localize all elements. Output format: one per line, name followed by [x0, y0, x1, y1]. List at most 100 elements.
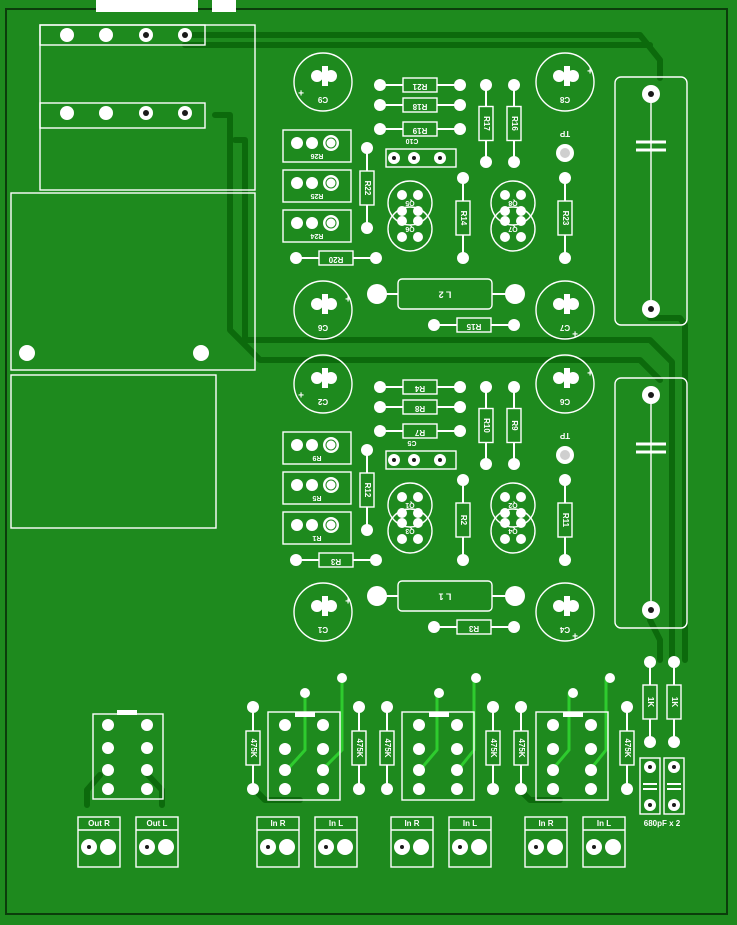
pad — [158, 839, 174, 855]
pad — [337, 839, 353, 855]
pad — [500, 216, 510, 226]
terminal-label: In R — [404, 819, 419, 828]
transistor-outline — [490, 180, 536, 226]
resistor-label: 475K — [489, 738, 498, 757]
pad — [413, 492, 423, 502]
pad — [413, 232, 423, 242]
pad — [397, 508, 407, 518]
trimmer-outline — [282, 471, 352, 505]
test-point-center — [560, 450, 570, 460]
pad-hole — [458, 845, 462, 849]
pad — [311, 372, 323, 384]
terminal-outline — [524, 816, 568, 868]
pad — [141, 742, 153, 754]
transistor-label: Q4 — [508, 527, 517, 534]
transistor-label: Q3 — [405, 527, 414, 534]
pad — [585, 764, 597, 776]
terminal-outline — [256, 816, 300, 868]
pad-hole — [145, 845, 149, 849]
pad — [500, 534, 510, 544]
resistor-1k-b: 1K — [666, 656, 682, 748]
inductor: L 1 — [367, 580, 525, 612]
capacitor-polarity-bar — [322, 294, 328, 314]
pad — [317, 743, 329, 755]
trimmer-label: R5 — [312, 494, 321, 501]
film-cap-outline — [663, 757, 685, 815]
capacitor-outline — [535, 582, 595, 642]
pad — [413, 216, 423, 226]
trimmer-wiper-ring — [325, 177, 337, 189]
resistor-r7: R7 — [374, 423, 466, 439]
terminal-in-l-3: In L — [582, 816, 626, 868]
pad — [553, 70, 565, 82]
capacitor-polarity-bar — [322, 66, 328, 86]
pad — [451, 783, 463, 795]
trimmer-outline — [282, 169, 352, 203]
resistor-body — [455, 200, 471, 236]
terminal-outline — [390, 816, 434, 868]
resistor-r10: R10 — [478, 381, 494, 470]
capacitor-polarity-bar — [322, 596, 328, 616]
resistor-label: R3 — [330, 557, 341, 566]
resistor-label: R14 — [459, 211, 468, 226]
pad — [141, 719, 153, 731]
resistor-body — [456, 317, 492, 333]
film-capacitor: C10 — [385, 137, 457, 168]
trimmer-label: R24 — [310, 232, 323, 239]
pad — [516, 492, 526, 502]
capacitor-outline — [535, 52, 595, 112]
resistor-label: R23 — [561, 211, 570, 226]
capacitor-outline — [293, 354, 353, 414]
pad — [547, 719, 559, 731]
transistor-label: Q2 — [508, 501, 517, 508]
trimmer-wiper-ring — [325, 217, 337, 229]
resistor-r23: R23 — [557, 172, 573, 264]
pad — [516, 206, 526, 216]
film-cap-outline — [639, 757, 661, 815]
trimmer-label: R1 — [312, 534, 321, 541]
plus-sign: + — [298, 89, 304, 100]
cap-c7: C7+ — [535, 280, 595, 341]
resistor-body — [359, 472, 375, 508]
capacitor-label: C9 — [317, 95, 328, 104]
pad — [500, 492, 510, 502]
pad — [279, 783, 291, 795]
pad — [311, 298, 323, 310]
resistor-label: 1K — [646, 697, 655, 707]
capacitor-label: C2 — [317, 397, 328, 406]
pad — [397, 216, 407, 226]
resistor-r11: R11 — [557, 474, 573, 566]
film-cap-outline — [385, 148, 457, 168]
plus-sign: + — [345, 597, 351, 608]
pad-hole — [672, 765, 676, 769]
trimmer-outline — [282, 511, 352, 545]
top-tab-left — [96, 0, 198, 12]
resistor-body — [402, 423, 438, 439]
pad — [516, 518, 526, 528]
capacitor-polarity-bar — [564, 294, 570, 314]
pad — [397, 518, 407, 528]
resistor-body — [557, 200, 573, 236]
resistor-r22: R22 — [359, 142, 375, 234]
pad — [500, 206, 510, 216]
trimmer-wiper-ring — [325, 137, 337, 149]
transistor-q2: Q2 — [490, 482, 536, 528]
pad-hole — [412, 458, 416, 462]
pad — [306, 137, 318, 149]
resistor-body — [318, 552, 354, 568]
pad — [471, 839, 487, 855]
resistor-r18: R18 — [374, 97, 466, 113]
transistor-q5: Q5 — [387, 180, 433, 226]
pad-hole — [648, 803, 652, 807]
resistor-label: R12 — [363, 483, 372, 498]
resistor-label: R9 — [510, 420, 519, 431]
big-capacitor-lower — [614, 377, 688, 629]
inductor-body — [397, 580, 493, 612]
resistor-label: 475K — [383, 738, 392, 757]
terminal-label: Out L — [147, 819, 168, 828]
film-cap-680pf-1 — [639, 757, 661, 815]
film-cap-outline — [385, 450, 457, 470]
board-edge — [5, 8, 728, 915]
pad — [605, 673, 615, 683]
